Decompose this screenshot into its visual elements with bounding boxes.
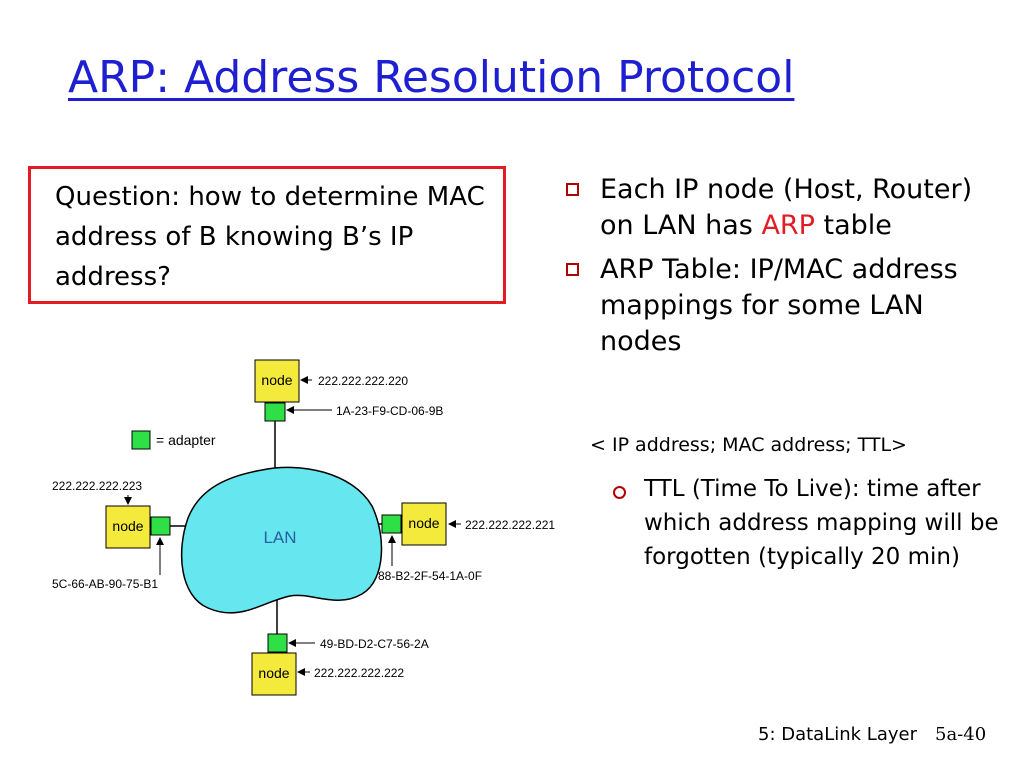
checkbox-bullet-icon xyxy=(566,263,579,276)
checkbox-bullet-icon xyxy=(566,183,579,196)
node-label: node xyxy=(408,515,439,531)
node-mac: 5C-66-AB-90-75-B1 xyxy=(52,577,158,591)
bullet-text: ARP Table: IP/MAC address mappings for s… xyxy=(600,254,958,357)
question-text: Question: how to determine MAC address o… xyxy=(55,182,485,292)
node-label: node xyxy=(258,665,289,681)
node-mac: 49-BD-D2-C7-56-2A xyxy=(320,637,429,651)
node-ip: 222.222.222.220 xyxy=(318,374,408,388)
adapter-legend-icon xyxy=(131,430,151,450)
sub-bullet-text: TTL (Time To Live): time after which add… xyxy=(644,476,999,570)
lan-cloud xyxy=(180,466,383,614)
node-box xyxy=(105,505,151,549)
node-ip: 222.222.222.221 xyxy=(465,518,555,532)
sub-bullet-ttl: TTL (Time To Live): time after which add… xyxy=(610,472,1024,574)
node-box xyxy=(251,652,297,696)
lan-label: LAN xyxy=(263,528,296,547)
adapter-icon xyxy=(264,402,286,422)
bullet-mappings: ARP Table: IP/MAC address mappings for s… xyxy=(560,252,1000,360)
node-mac: 88-B2-2F-54-1A-0F xyxy=(378,569,482,583)
bullet-text-end: table xyxy=(814,210,892,241)
node-mac: 1A-23-F9-CD-06-9B xyxy=(336,404,443,418)
bullet-arp-table: Each IP node (Host, Router) on LAN has A… xyxy=(560,172,1000,244)
node-box xyxy=(401,502,447,546)
bullet-text: Each IP node (Host, Router) on LAN has xyxy=(600,174,973,241)
lan-diagram: LAN = adapter node 222.222.222.220 1A-23… xyxy=(52,359,555,696)
footer-chapter: 5: DataLink Layer xyxy=(758,724,917,745)
adapter-icon xyxy=(150,516,171,536)
circle-bullet-icon xyxy=(613,486,626,499)
bullet-list: Each IP node (Host, Router) on LAN has A… xyxy=(560,172,1000,368)
question-box: Question: how to determine MAC address o… xyxy=(28,166,506,304)
legend-label: = adapter xyxy=(156,432,216,448)
node-ip: 222.222.222.223 xyxy=(52,479,142,493)
adapter-icon xyxy=(381,514,402,534)
slide-title: ARP: Address Resolution Protocol xyxy=(68,52,795,103)
ttl-format-text: < IP address; MAC address; TTL> xyxy=(590,434,907,456)
bullet-highlight: ARP xyxy=(761,210,815,241)
adapter-icon xyxy=(267,633,288,653)
node-ip: 222.222.222.222 xyxy=(314,666,404,680)
node-label: node xyxy=(261,372,292,388)
node-label: node xyxy=(112,518,143,534)
node-box xyxy=(254,359,300,403)
footer-page-number: 5a-40 xyxy=(935,724,987,745)
